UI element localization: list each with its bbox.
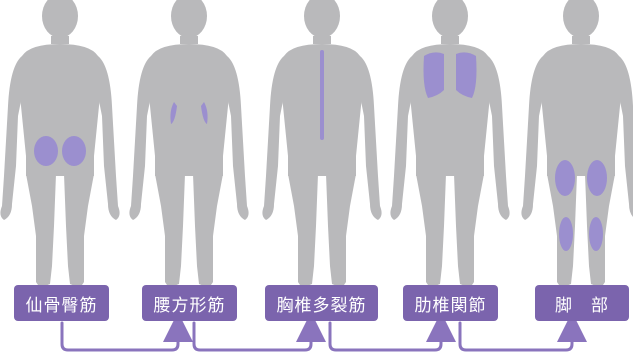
arrow-1-2 [60,312,193,352]
highlight-spine [320,50,324,140]
body-silhouette [129,0,249,288]
label-thoracic-multifidus: 胸椎多裂筋 [265,285,378,321]
figure-1 [0,0,120,288]
arrow-3-4 [328,312,456,352]
figure-5 [521,0,633,288]
body-silhouette [521,0,633,288]
body-silhouette [390,0,510,288]
arrow-2-3 [192,312,326,352]
label-legs: 脚 部 [535,285,629,321]
label-sacrum-gluteal: 仙骨臀筋 [14,285,109,321]
body-silhouette [262,0,382,288]
highlight-legs [555,160,607,251]
figure-2 [129,0,249,288]
label-quadratus-lumborum: 腰方形筋 [142,285,237,321]
body-silhouette [0,0,120,288]
highlight-glutes [34,136,86,166]
connector-arrows [60,312,587,352]
arrow-4-5 [458,312,587,352]
label-costovertebral-joint: 肋椎関節 [403,285,498,321]
highlight-rib-joints [423,52,477,98]
figure-3 [262,0,382,288]
highlight-lower-back [170,102,208,124]
figure-4 [390,0,510,288]
